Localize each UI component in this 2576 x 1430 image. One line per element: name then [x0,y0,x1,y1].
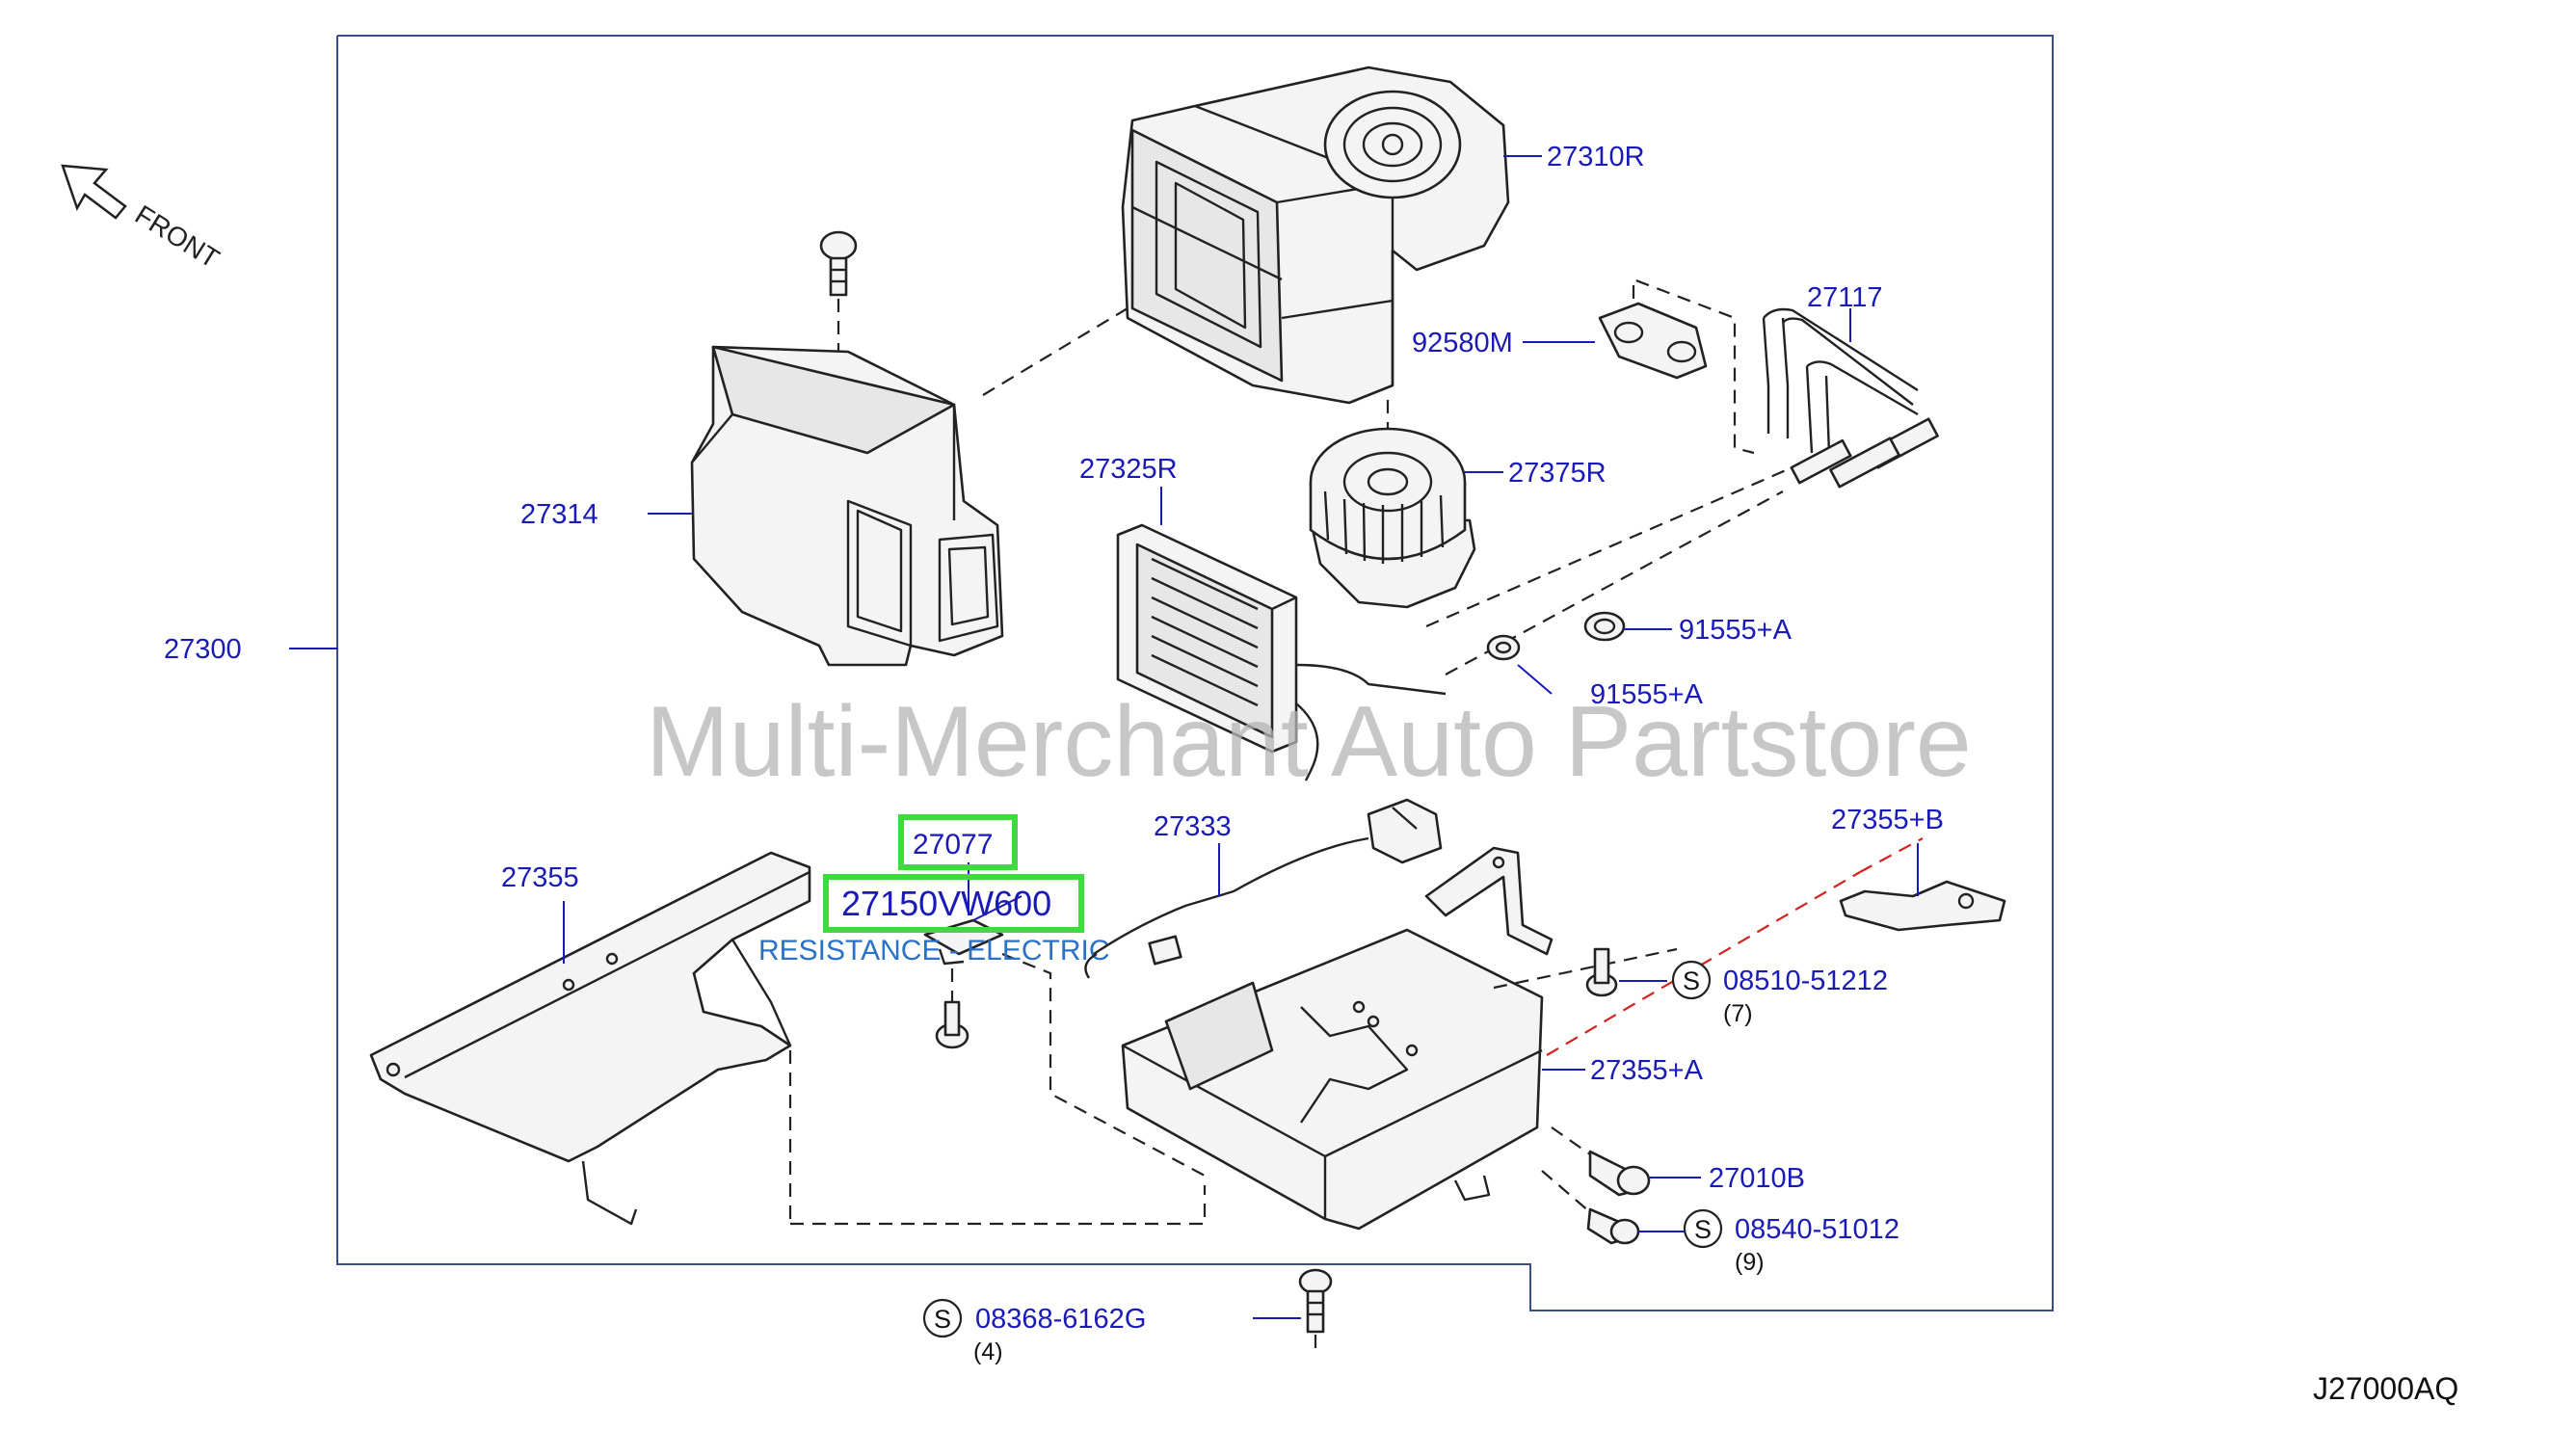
highlight-part-27077[interactable]: 27077 [913,829,993,861]
screw-icon [819,230,858,297]
callout-27010B[interactable]: 27010B [1709,1163,1805,1194]
watermark: Multi-Merchant Auto Partstore [646,686,1972,798]
bracket-27355 [369,851,811,1226]
svg-text:(9): (9) [1735,1249,1765,1276]
clamp-91555A-2 [1486,634,1521,661]
bolt-08368-icon [1298,1268,1333,1334]
bolt-08540-icon [1586,1207,1640,1245]
blower-fan-27375R [1309,427,1476,609]
bracket-27355B [1839,880,2006,932]
standard-part-08368[interactable]: S 08368-6162G (4) [922,1298,1146,1365]
callout-27333[interactable]: 27333 [1154,811,1232,842]
callout-27117[interactable]: 27117 [1807,282,1883,313]
callout-27314[interactable]: 27314 [520,499,598,530]
callout-92580M[interactable]: 92580M [1412,328,1513,358]
assembly-frame [336,35,2054,1311]
svg-text:08368-6162G: 08368-6162G [975,1304,1146,1335]
duct-27314 [690,345,1004,667]
screw-08510-icon [1585,947,1618,997]
svg-text:(7): (7) [1723,1000,1753,1027]
svg-text:08510-51212: 08510-51212 [1723,966,1888,996]
callout-27375R[interactable]: 27375R [1508,458,1607,489]
highlight-part-27150[interactable]: 27150VW600 [841,884,1051,923]
highlight-box-27150 [823,874,1084,933]
callout-91555A-1[interactable]: 91555+A [1679,615,1793,646]
clamp-91555A-1 [1583,611,1626,642]
callout-27325R[interactable]: 27325R [1079,454,1178,485]
callout-91555A-2[interactable]: 91555+A [1590,679,1704,710]
svg-text:08540-51012: 08540-51012 [1735,1214,1899,1245]
harness-27333 [1084,798,1443,979]
svg-text:S: S [1683,967,1700,995]
svg-text:S: S [934,1305,951,1334]
heater-core-27325R [1116,523,1447,781]
pipe-27117 [1762,307,1939,489]
callout-27300[interactable]: 27300 [164,634,242,665]
bracket-27355A [1121,928,1544,1231]
blower-case-27310R [1121,66,1510,405]
front-label: FRONT [130,199,225,274]
front-arrow-icon [61,164,127,220]
callout-27355[interactable]: 27355 [501,862,579,893]
standard-part-08540[interactable]: S 08540-51012 (9) [1683,1208,1899,1276]
diagram-code: J27000AQ [2313,1371,2458,1406]
bolt-icon [935,1000,969,1049]
svg-text:(4): (4) [973,1338,1003,1365]
callout-27355A[interactable]: 27355+A [1590,1055,1704,1086]
standard-part-08510[interactable]: S 08510-51212 (7) [1671,960,1888,1027]
callout-27310R[interactable]: 27310R [1547,142,1645,172]
bolt-27010B-icon [1588,1150,1651,1197]
callout-27355B[interactable]: 27355+B [1831,805,1944,835]
svg-text:S: S [1694,1215,1712,1244]
bracket-clip [1424,846,1554,956]
highlight-box-27077 [898,814,1018,870]
part-description: RESISTANCE - ELECTRIC [758,935,1110,967]
seal-92580M [1598,302,1708,380]
